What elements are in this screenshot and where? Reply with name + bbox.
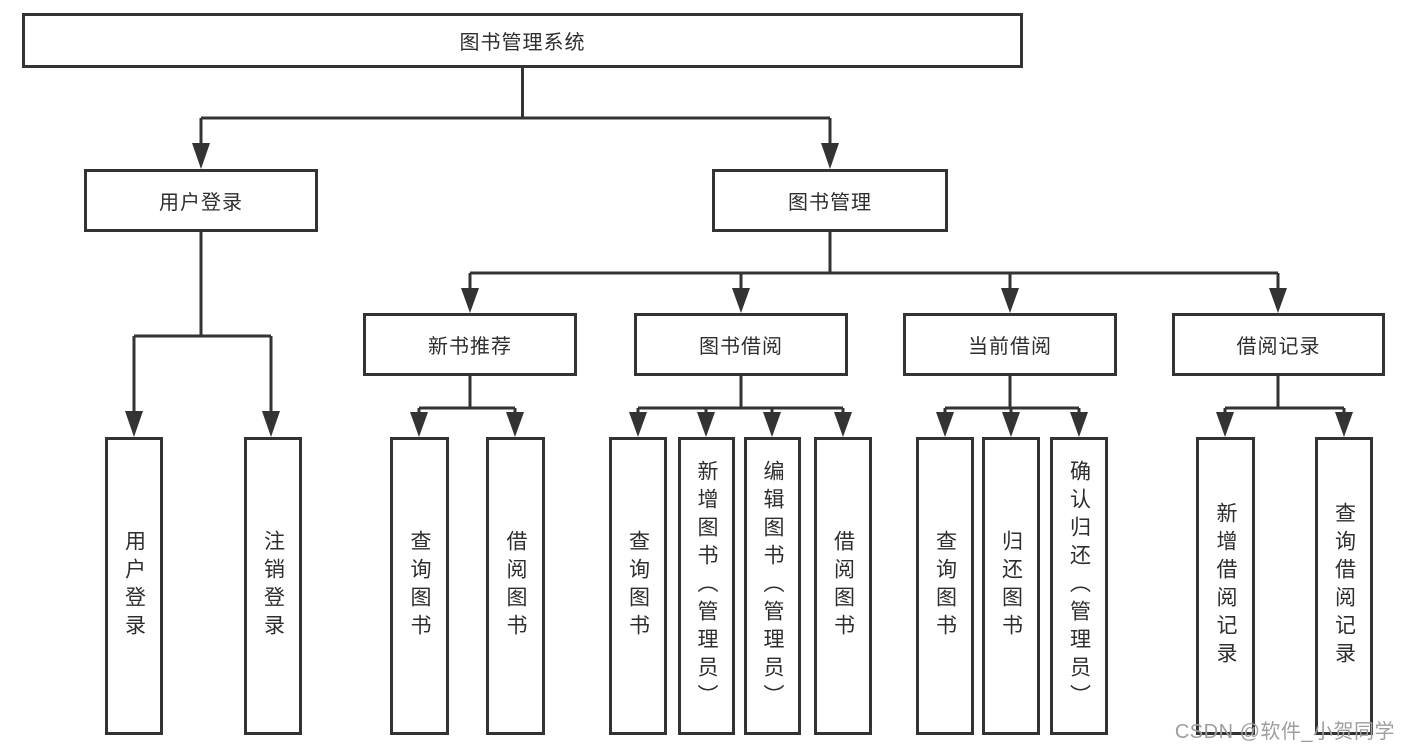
connector-current-borrow	[943, 376, 1081, 412]
arrowheads	[125, 143, 1353, 437]
leaf-query-borrow-record-label: 查询借阅记录	[1332, 502, 1356, 670]
leaf-add-borrow-record-label: 新增借阅记录	[1214, 502, 1237, 670]
leaf-return-book-label: 归还图书	[999, 530, 1023, 642]
leaf-query-book-2-label: 查询图书	[626, 530, 650, 642]
leaf-edit-book-admin-label: 编辑图书（管理员）	[761, 460, 784, 712]
connector-user-login	[132, 232, 273, 412]
leaf-add-book-admin-label: 新增图书（管理员）	[695, 460, 718, 712]
watermark: CSDN @软件_小贺同学	[1174, 721, 1395, 743]
node-book-borrowing: 图书借阅	[634, 313, 848, 376]
node-book-management-label: 图书管理	[788, 192, 872, 214]
node-root: 图书管理系统	[22, 13, 1023, 68]
leaf-confirm-return-admin: 确认归还（管理员）	[1050, 437, 1108, 735]
leaf-return-book: 归还图书	[982, 437, 1040, 735]
leaf-query-borrow-record: 查询借阅记录	[1315, 437, 1373, 735]
node-book-borrowing-label: 图书借阅	[699, 336, 783, 358]
leaf-user-login: 用户登录	[105, 437, 163, 735]
node-new-book-recommend: 新书推荐	[363, 313, 577, 376]
node-book-management: 图书管理	[712, 169, 948, 232]
leaf-add-book-admin: 新增图书（管理员）	[678, 437, 735, 735]
node-user-login-group: 用户登录	[84, 169, 318, 232]
node-current-borrowing-label: 当前借阅	[968, 336, 1052, 358]
node-user-login-group-label: 用户登录	[159, 192, 243, 214]
connector-root	[199, 68, 832, 144]
node-borrowing-records-label: 借阅记录	[1236, 336, 1321, 358]
leaf-borrow-book-1-label: 借阅图书	[504, 530, 527, 642]
leaf-query-book-3-label: 查询图书	[933, 530, 957, 642]
node-borrowing-records: 借阅记录	[1172, 313, 1385, 376]
connector-book-borrow	[636, 376, 845, 412]
connector-new-book	[417, 376, 517, 412]
leaf-borrow-book-2-label: 借阅图书	[831, 530, 855, 642]
node-current-borrowing: 当前借阅	[903, 313, 1117, 376]
leaf-borrow-book-1: 借阅图书	[486, 437, 545, 735]
leaf-logout: 注销登录	[244, 437, 302, 735]
leaf-query-book-1: 查询图书	[390, 437, 449, 735]
leaf-confirm-return-admin-label: 确认归还（管理员）	[1067, 460, 1091, 712]
leaf-logout-label: 注销登录	[261, 530, 285, 642]
leaf-add-borrow-record: 新增借阅记录	[1196, 437, 1255, 735]
leaf-borrow-book-2: 借阅图书	[814, 437, 872, 735]
connector-borrow-records	[1223, 376, 1346, 412]
leaf-query-book-2: 查询图书	[609, 437, 667, 735]
node-new-book-recommend-label: 新书推荐	[428, 336, 512, 358]
leaf-edit-book-admin: 编辑图书（管理员）	[744, 437, 801, 735]
leaf-query-book-1-label: 查询图书	[408, 530, 431, 642]
connector-book-mgmt	[468, 232, 1280, 288]
leaf-user-login-label: 用户登录	[122, 530, 146, 642]
leaf-query-book-3: 查询图书	[916, 437, 974, 735]
node-root-label: 图书管理系统	[459, 32, 586, 54]
